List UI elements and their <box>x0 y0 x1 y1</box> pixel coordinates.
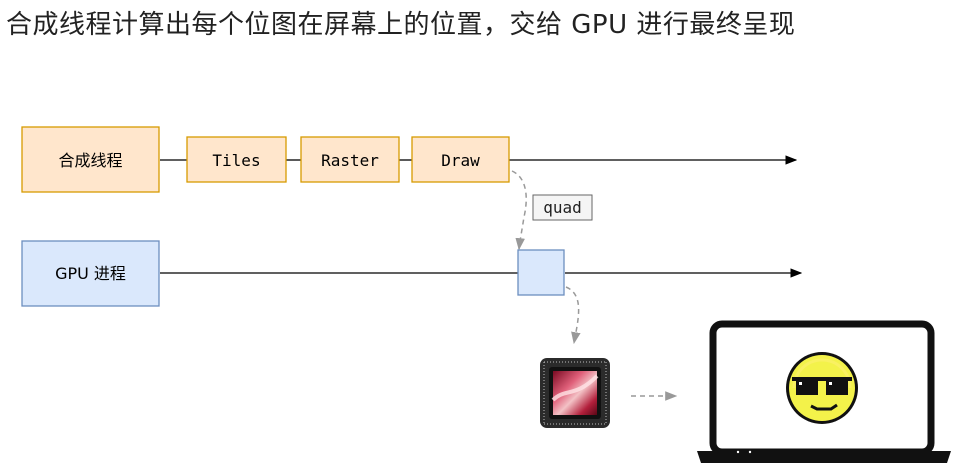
tiles-label: Tiles <box>212 151 260 170</box>
slide-title: 合成线程计算出每个位图在屏幕上的位置，交给 GPU 进行最终呈现 <box>6 10 796 40</box>
raster-node: Raster <box>300 136 400 183</box>
tiles-node: Tiles <box>186 136 287 183</box>
compositor-thread-node: 合成线程 <box>21 126 160 193</box>
quad-label-box: quad <box>532 194 593 221</box>
quad-label: quad <box>543 198 582 217</box>
gpu-process-node: GPU 进程 <box>21 240 160 307</box>
gpu-process-label: GPU 进程 <box>55 264 126 283</box>
quad-dashed-arrow <box>511 170 527 251</box>
pixel-sunglasses-smiley-icon <box>786 352 858 424</box>
gpu-frame-box <box>517 249 565 296</box>
draw-node: Draw <box>411 136 510 183</box>
gpu-chip-icon <box>540 358 610 428</box>
raster-label: Raster <box>321 151 379 170</box>
draw-label: Draw <box>441 151 480 170</box>
to-chip-dashed-arrow <box>565 286 581 345</box>
compositor-thread-label: 合成线程 <box>58 151 122 170</box>
